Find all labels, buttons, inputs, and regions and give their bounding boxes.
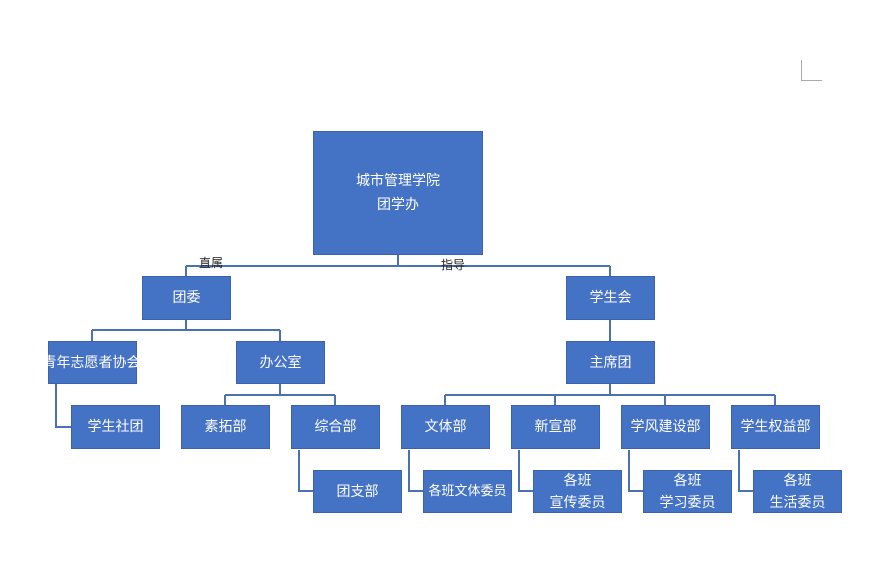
node-quanyi-label: 学生权益部 [740, 419, 811, 435]
connector-tuanzhibu [298, 450, 313, 492]
node-shenghuo-line-2: 生活委员 [769, 494, 826, 511]
node-xuanchuan-line-1: 各班 [563, 472, 592, 489]
node-wenti-rep-label: 各班文体委员 [428, 483, 507, 499]
node-shenghuo[interactable]: 各班 生活委员 [753, 470, 842, 513]
node-volunteer[interactable]: 青年志愿者协会 [43, 341, 141, 384]
node-xinxuan-label: 新宣部 [534, 419, 577, 435]
node-xinxuan[interactable]: 新宣部 [511, 405, 600, 449]
root-line-2: 团学办 [377, 197, 419, 213]
node-zonghe-label: 综合部 [314, 419, 357, 435]
connector-shenghuo [738, 450, 753, 492]
node-zonghe[interactable]: 综合部 [291, 405, 380, 449]
connector-xuanchuan [518, 450, 533, 492]
connector-xuexi [628, 450, 643, 492]
page-corner-mark [801, 60, 822, 81]
edge-label-guide: 指导 [441, 258, 466, 272]
node-tuanzhibu[interactable]: 团支部 [313, 470, 402, 513]
node-quanyi[interactable]: 学生权益部 [731, 405, 820, 449]
node-xuexi[interactable]: 各班 学习委员 [643, 470, 732, 513]
node-xuanchuan[interactable]: 各班 宣传委员 [533, 470, 622, 513]
node-office-label: 办公室 [259, 354, 302, 371]
node-tuanzhibu-label: 团支部 [336, 483, 379, 500]
node-volunteer-label: 青年志愿者协会 [42, 354, 141, 371]
root-line-1: 城市管理学院 [356, 173, 440, 189]
root-node[interactable]: 城市管理学院 团学办 [313, 131, 483, 255]
node-wenti-rep[interactable]: 各班文体委员 [423, 470, 512, 513]
connector-wenti-rep [408, 450, 423, 492]
node-office[interactable]: 办公室 [236, 341, 325, 384]
node-wenti-label: 文体部 [424, 419, 467, 435]
node-sutuo[interactable]: 素拓部 [181, 405, 270, 449]
node-tuanwei-label: 团委 [172, 290, 201, 306]
node-xueshenghui-label: 学生会 [589, 290, 632, 306]
node-tuanwei[interactable]: 团委 [142, 276, 231, 320]
node-zhuxituan[interactable]: 主席团 [566, 341, 655, 384]
connector-clubs [55, 384, 71, 428]
node-xuanchuan-line-2: 宣传委员 [549, 494, 606, 511]
node-xuefeng-label: 学风建设部 [630, 419, 701, 435]
node-shenghuo-line-1: 各班 [783, 472, 812, 489]
node-clubs[interactable]: 学生社团 [71, 405, 160, 449]
node-sutuo-label: 素拓部 [204, 419, 247, 435]
edge-label-direct: 直属 [199, 256, 224, 270]
node-xuexi-line-2: 学习委员 [659, 494, 716, 511]
node-wenti[interactable]: 文体部 [401, 405, 490, 449]
node-xueshenghui[interactable]: 学生会 [566, 276, 655, 320]
node-zhuxituan-label: 主席团 [589, 354, 632, 371]
node-clubs-label: 学生社团 [87, 419, 144, 435]
node-xuexi-line-1: 各班 [673, 472, 702, 489]
node-xuefeng[interactable]: 学风建设部 [621, 405, 710, 449]
